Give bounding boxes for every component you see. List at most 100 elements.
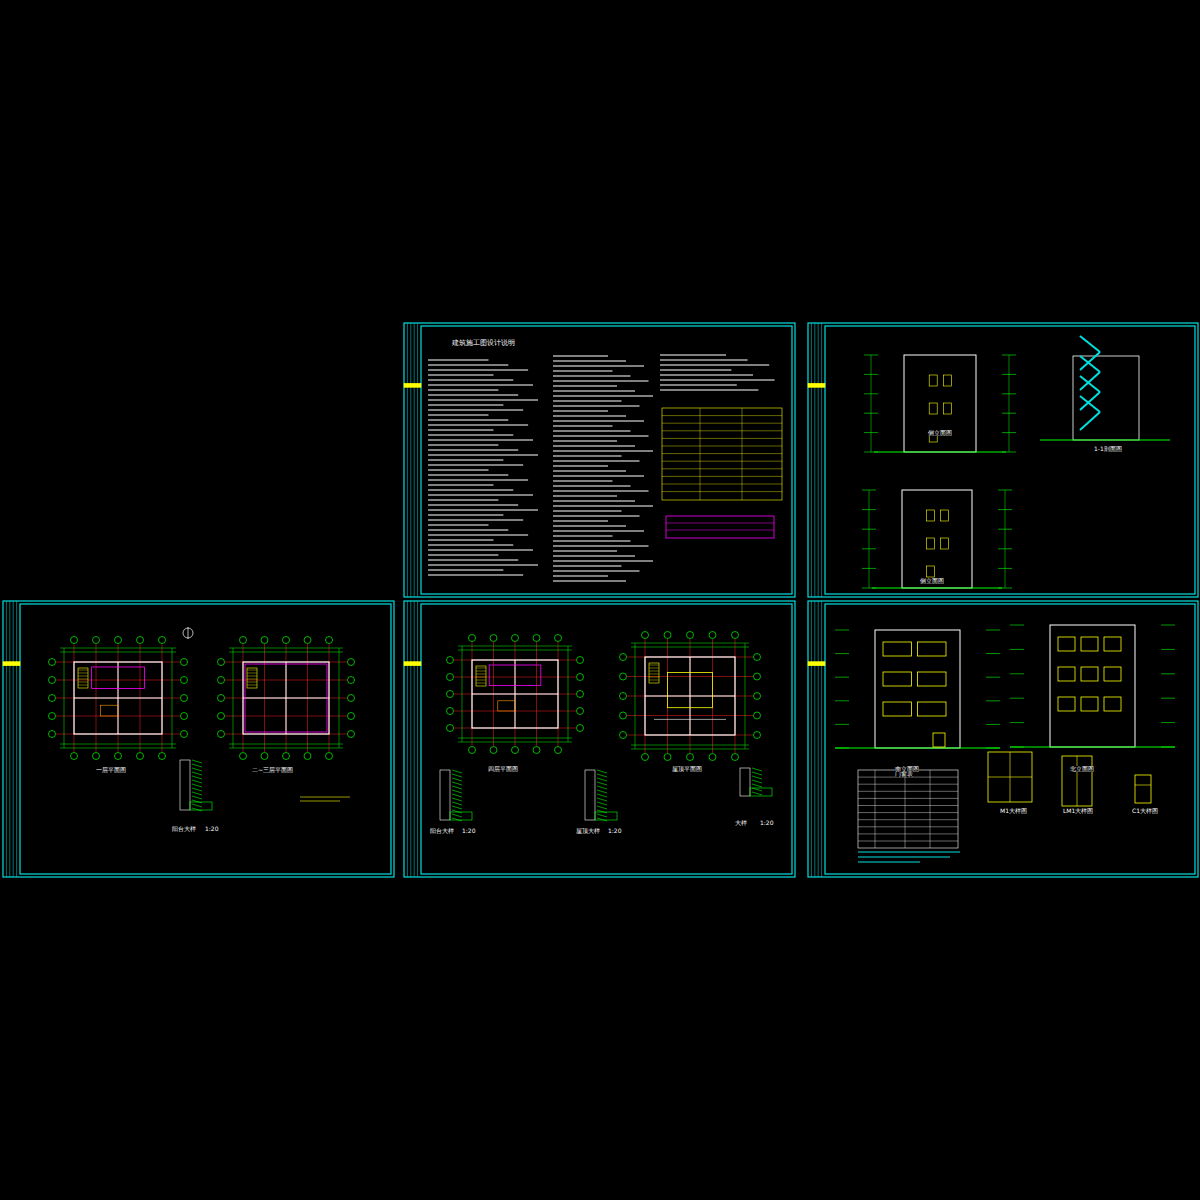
cad-line [1010, 625, 1024, 626]
cad-line [662, 446, 782, 447]
cad-rect [404, 383, 421, 387]
cad-rect [808, 383, 825, 387]
cad-line [476, 683, 486, 684]
cad-line [428, 404, 503, 405]
cad-line [1010, 747, 1024, 748]
cad-line [9, 601, 10, 877]
cad-line [986, 700, 1000, 701]
cad-line [649, 668, 659, 669]
cad-rect [489, 665, 541, 685]
axis-bubble [447, 657, 454, 664]
cad-line [247, 676, 257, 677]
cad-line [553, 365, 644, 366]
cad-line [172, 648, 173, 748]
cad-line [1080, 372, 1100, 390]
cad-line [986, 677, 1000, 678]
cad-line [428, 534, 528, 535]
cad-line [428, 364, 508, 365]
cad-line [428, 424, 528, 425]
cad-line [858, 862, 920, 863]
cad-line [649, 665, 659, 666]
cad-line [986, 748, 1000, 749]
cad-line [690, 639, 691, 753]
cad-line [553, 545, 649, 546]
cad-line [428, 489, 513, 490]
cad-line [452, 770, 462, 773]
axis-bubble [218, 677, 225, 684]
axis-bubble [159, 753, 166, 760]
cad-line [654, 719, 726, 720]
cad-line [428, 484, 493, 485]
cad-line [660, 374, 753, 375]
cad-rect [100, 705, 118, 716]
cad-line [553, 400, 622, 401]
cad-line [452, 798, 462, 801]
cad-line [192, 780, 202, 783]
axis-bubble [159, 637, 166, 644]
cad-line [452, 774, 462, 777]
axis-bubble [447, 725, 454, 732]
axis-bubble [577, 674, 584, 681]
cad-line [60, 652, 176, 653]
cad-line [553, 515, 640, 516]
axis-bubble [93, 753, 100, 760]
drawing-label: 一层平面图 [96, 767, 126, 773]
cad-line [458, 742, 572, 743]
drawing-label: C1大样图 [1132, 808, 1158, 814]
cad-line [78, 673, 88, 674]
cad-rect [472, 660, 558, 728]
cad-line [78, 685, 88, 686]
cad-line [192, 804, 202, 807]
axis-bubble [326, 753, 333, 760]
cad-line [874, 452, 1006, 453]
cad-line [742, 408, 743, 500]
cad-line [78, 670, 88, 671]
cad-rect [190, 802, 212, 810]
cad-rect [1081, 697, 1098, 711]
axis-bubble [469, 635, 476, 642]
cad-line [553, 445, 635, 446]
cad-line [428, 559, 518, 560]
axis-bubble [115, 753, 122, 760]
cad-line [476, 671, 486, 672]
cad-line [428, 564, 538, 565]
cad-rect [808, 662, 825, 666]
cad-rect [740, 768, 750, 796]
axis-bubble [304, 637, 311, 644]
axis-bubble [512, 635, 519, 642]
cad-rect [440, 770, 450, 820]
cad-line [553, 490, 649, 491]
cad-line [192, 776, 202, 779]
cad-line [428, 524, 489, 525]
cad-line [666, 530, 774, 531]
cad-rect [1058, 697, 1075, 711]
axis-bubble [620, 654, 627, 661]
cad-rect [918, 672, 947, 686]
axis-bubble [348, 731, 355, 738]
cad-line [930, 770, 931, 848]
cad-line [339, 648, 340, 748]
cad-line [428, 494, 533, 495]
cad-line [428, 359, 489, 360]
cad-rect [450, 812, 472, 820]
cad-line [428, 389, 498, 390]
cad-line [1080, 352, 1100, 370]
cad-line [452, 802, 462, 805]
cad-rect [1104, 637, 1121, 651]
cad-line [553, 555, 635, 556]
cad-line [553, 370, 613, 371]
cad-line [428, 504, 518, 505]
cad-line [192, 760, 202, 763]
cad-line [78, 676, 88, 677]
axis-bubble [240, 753, 247, 760]
cad-line [452, 810, 462, 813]
cad-line [597, 774, 607, 777]
cad-line [597, 782, 607, 785]
cad-line [553, 395, 653, 396]
cad-line [515, 660, 516, 728]
cad-line [858, 812, 958, 813]
cad-line [1161, 673, 1175, 674]
cad-line [662, 461, 782, 462]
cad-line [428, 499, 498, 500]
axis-bubble [283, 637, 290, 644]
